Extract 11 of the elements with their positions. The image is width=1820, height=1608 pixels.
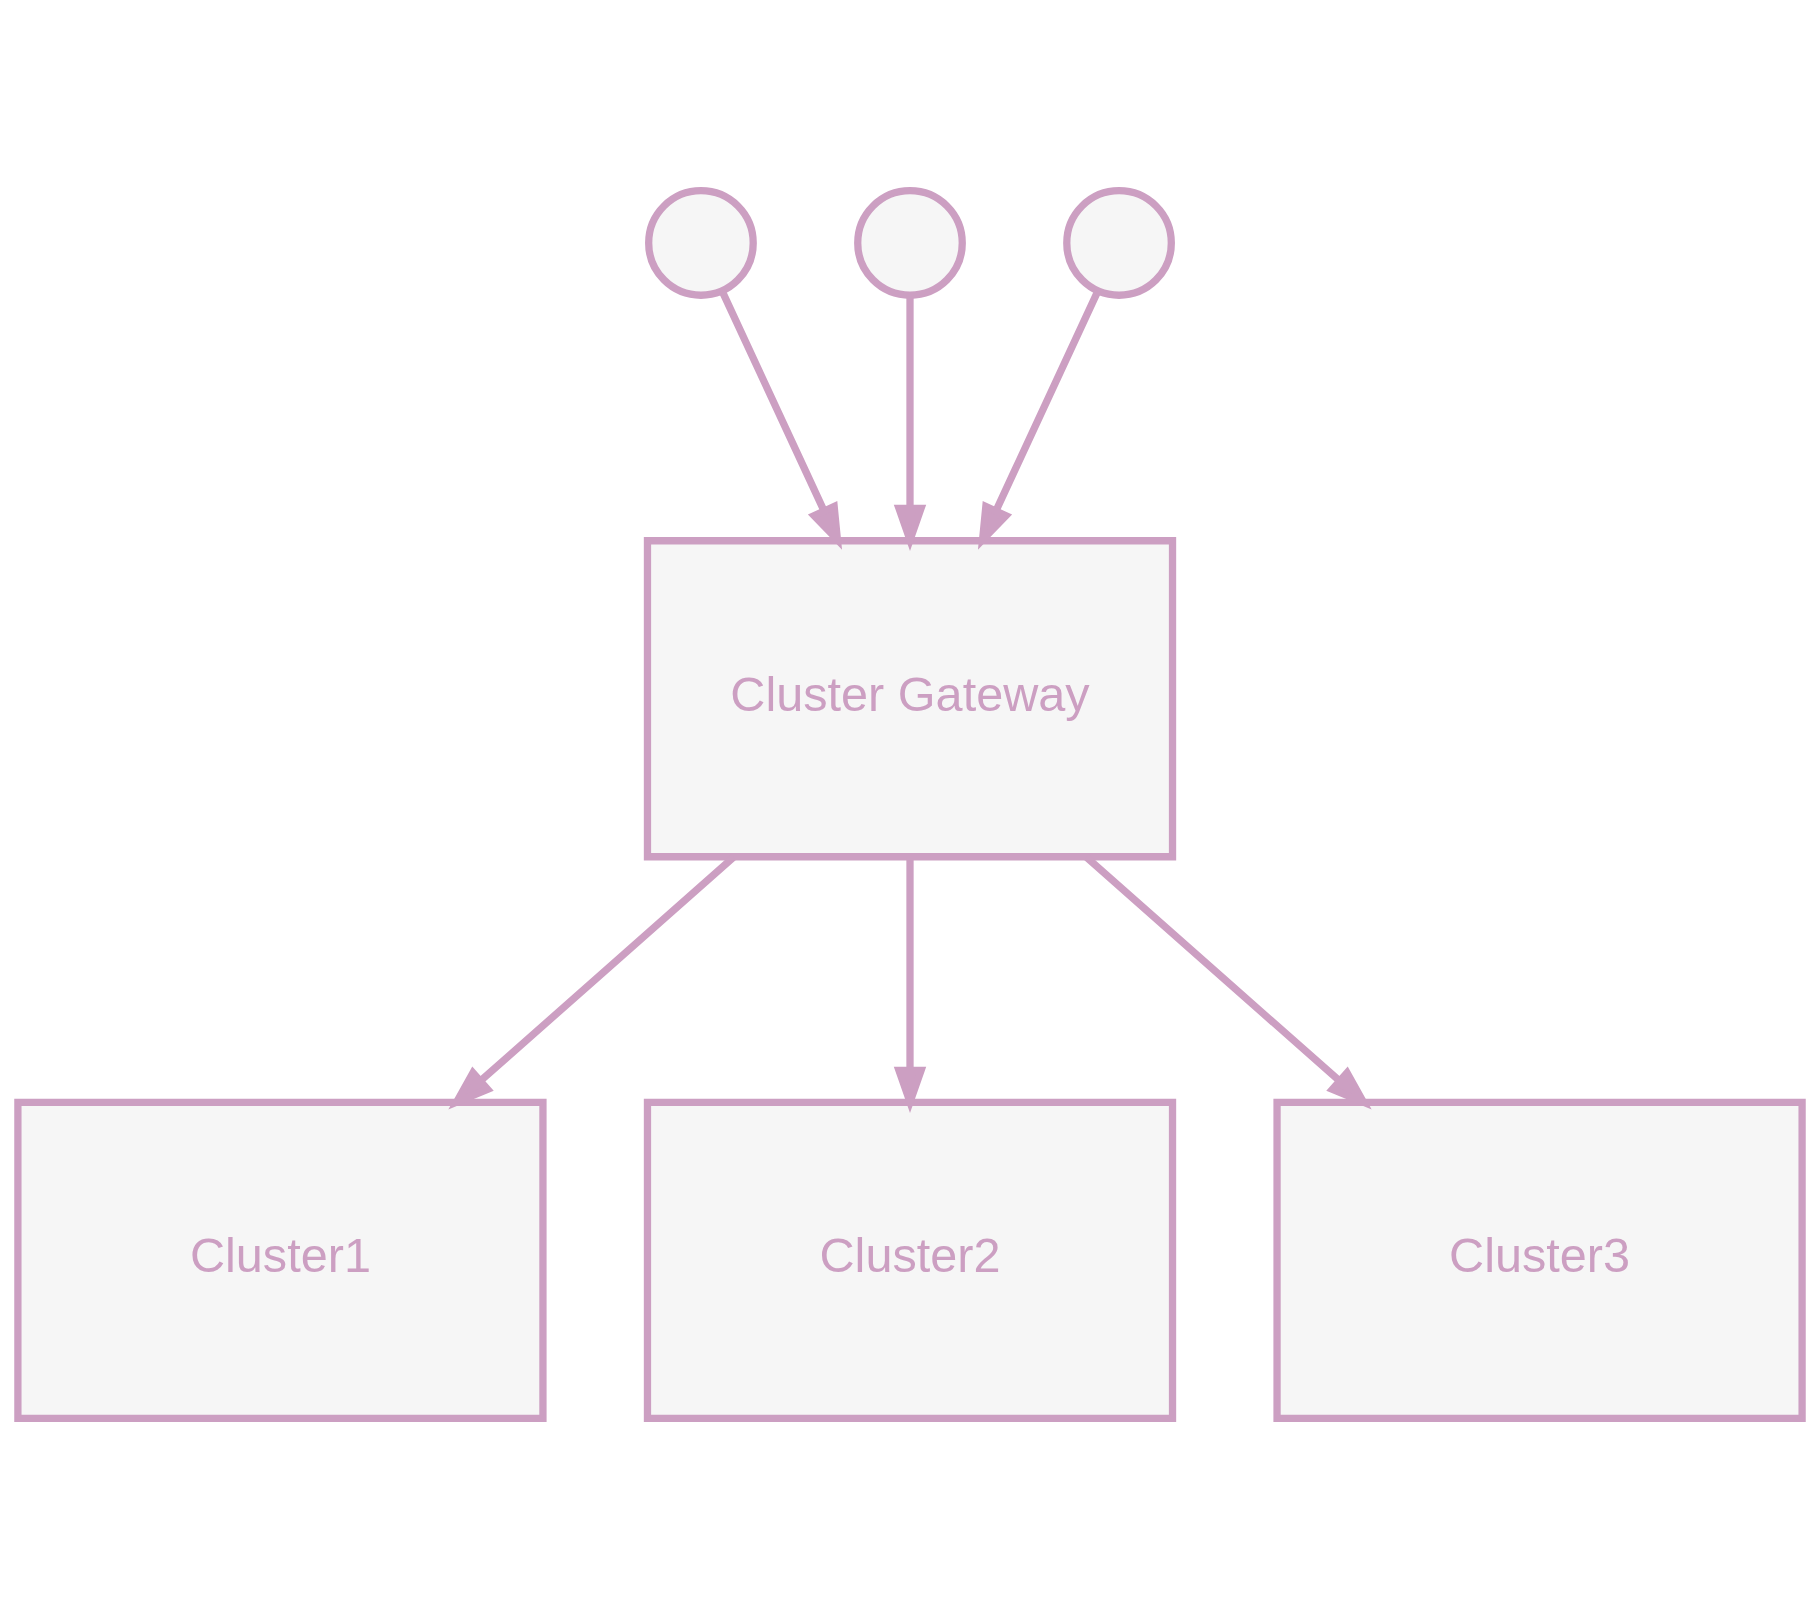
- node-person: [645, 186, 757, 299]
- node-box: Cluster3: [1273, 1098, 1806, 1422]
- arrow: [893, 856, 927, 1113]
- node-box: Cluster2: [643, 1098, 1177, 1422]
- node-person: [1063, 186, 1175, 299]
- arrow: [718, 289, 843, 550]
- node-person: [854, 186, 966, 299]
- arrow: [893, 294, 927, 551]
- node-box: Cluster1: [14, 1098, 547, 1422]
- node-box: Cluster Gateway: [643, 536, 1177, 860]
- arrow: [977, 289, 1102, 550]
